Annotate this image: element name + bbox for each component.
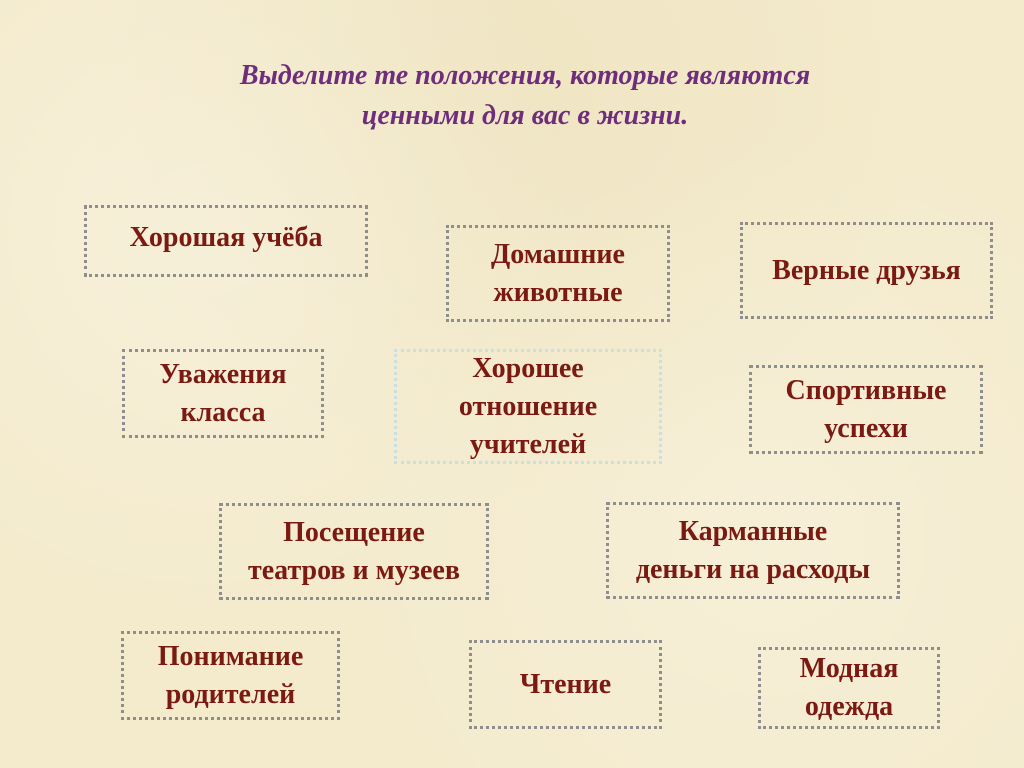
value-box-fashion-clothes[interactable]: Модная одежда [758,647,940,729]
value-box-pocket-money[interactable]: Карманные деньги на расходы [606,502,900,599]
value-box-teacher-attitude[interactable]: Хорошее отношение учителей [394,349,662,464]
value-box-class-respect[interactable]: Уважения класса [122,349,324,438]
value-box-true-friends[interactable]: Верные друзья [740,222,993,319]
slide-title-line-1: Выделите те положения, которые являются [239,60,811,91]
value-box-reading[interactable]: Чтение [469,640,662,729]
value-box-theaters-museums[interactable]: Посещение театров и музеев [219,503,489,600]
slide-title-line-2: ценными для вас в жизни. [361,100,689,131]
value-box-pets[interactable]: Домашние животные [446,225,670,322]
value-box-good-study[interactable]: Хорошая учёба [84,205,368,277]
slide-title: Выделите те положения, которые являются … [130,56,920,136]
value-box-sports-success[interactable]: Спортивные успехи [749,365,983,454]
value-box-parents-understanding[interactable]: Понимание родителей [121,631,340,720]
